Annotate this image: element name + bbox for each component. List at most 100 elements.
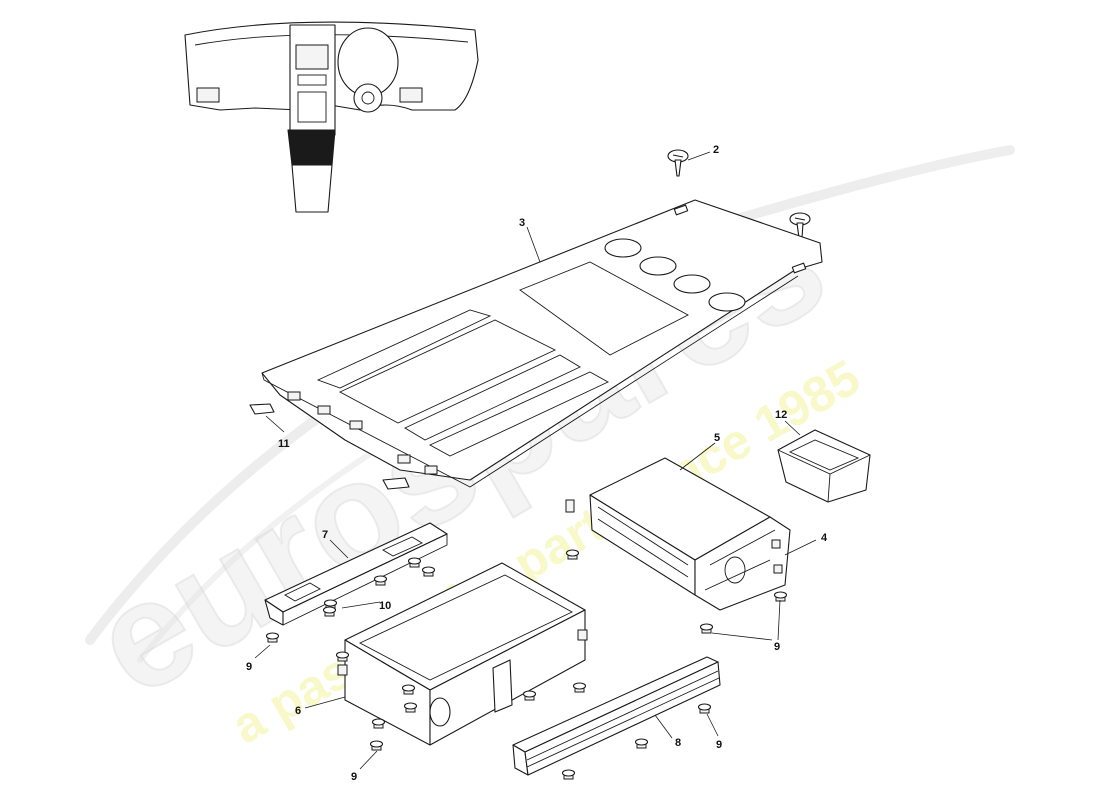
leader-12 <box>784 420 801 436</box>
console-cupholder-2 <box>639 256 677 276</box>
tray-body <box>777 429 871 503</box>
console-cupholder-3 <box>673 274 711 294</box>
console-clip-row <box>287 391 438 475</box>
fastener <box>265 632 280 643</box>
console-mount-tab-2 <box>791 262 807 274</box>
fastener <box>371 718 386 729</box>
leader-lines <box>254 151 817 770</box>
switch-housing-top <box>264 522 448 613</box>
console-panel-screen-aperture <box>519 261 689 356</box>
fastener <box>561 769 576 780</box>
part-6-lower-housing <box>337 562 588 746</box>
fastener <box>401 684 416 695</box>
fasteners <box>265 549 788 780</box>
rail-face <box>524 661 721 776</box>
console-panel-slot-4 <box>428 371 609 457</box>
fastener <box>522 690 537 701</box>
dashboard-center-stack <box>289 24 336 136</box>
dashboard-console-lower <box>291 164 333 213</box>
console-cupholder-1 <box>604 238 642 258</box>
console-panel-slot-3 <box>404 354 581 441</box>
callout-4: 4 <box>821 532 828 544</box>
fastener <box>565 549 580 560</box>
callout-3: 3 <box>519 217 525 229</box>
dashboard-left-vent <box>196 87 220 103</box>
console-panel-body <box>261 199 823 481</box>
leader-6 <box>304 696 346 709</box>
bracket-tab-3 <box>565 499 575 513</box>
callout-9a: 9 <box>246 661 252 673</box>
console-mount-tab-1 <box>673 204 689 216</box>
callout-2: 2 <box>713 144 719 156</box>
part-11-clips <box>249 403 410 490</box>
callout-12: 12 <box>775 409 787 421</box>
housing-hole <box>429 697 451 727</box>
callout-6: 6 <box>295 705 301 717</box>
callout-8: 8 <box>675 737 681 749</box>
bracket-tab-1 <box>771 539 781 549</box>
leader-7 <box>329 539 349 559</box>
part-8-rail <box>512 656 721 776</box>
callout-10: 10 <box>379 600 391 612</box>
tray-opening <box>788 439 860 471</box>
callout-9b: 9 <box>774 641 780 653</box>
fastener <box>323 599 338 610</box>
tray-corner <box>827 473 831 503</box>
dashboard-locator-view <box>184 21 479 213</box>
switch-housing-aperture-1 <box>382 536 423 557</box>
leader-3 <box>526 226 541 263</box>
leader-9c <box>706 713 719 737</box>
clip-middle <box>382 477 410 490</box>
leader-5 <box>679 442 716 471</box>
dashboard-screen <box>295 44 329 70</box>
fastener <box>634 738 649 749</box>
console-panel-slot-2 <box>338 319 557 424</box>
part-7-switch-housing <box>264 522 448 626</box>
console-panel-edge <box>261 275 799 488</box>
switch-housing-aperture-2 <box>284 582 321 602</box>
fastener <box>403 702 418 713</box>
callout-7: 7 <box>322 529 328 541</box>
dashboard-highlighted-area <box>287 129 336 166</box>
fastener <box>407 557 422 568</box>
housing-tab-2 <box>577 629 588 641</box>
fastener <box>773 591 788 602</box>
fastener <box>572 682 587 693</box>
callouts: 2 3 4 5 6 7 8 9 9 9 9 10 11 12 <box>246 144 828 783</box>
part-4-bracket <box>565 499 791 611</box>
dashboard-right-vent <box>399 87 423 103</box>
fastener <box>322 606 337 617</box>
dashboard-steering-hub <box>361 91 375 105</box>
module-rails <box>597 506 689 578</box>
bracket-tab-2 <box>773 564 783 574</box>
bracket-ribs <box>704 529 776 591</box>
leader-9b-1 <box>777 599 781 641</box>
fastener <box>335 651 350 662</box>
dashboard-vents <box>297 74 327 86</box>
console-cupholder-4 <box>708 292 746 312</box>
callout-11: 11 <box>278 438 290 450</box>
callout-9d: 9 <box>351 771 357 783</box>
leader-9a <box>254 644 271 659</box>
fastener <box>697 703 712 714</box>
bracket-body <box>694 516 791 611</box>
housing-tab-1 <box>337 664 348 676</box>
housing-inner-rim <box>358 574 573 681</box>
leader-10 <box>341 601 381 609</box>
rail-grooves <box>526 670 720 768</box>
part-3-console-panel <box>261 199 823 488</box>
callout-9c: 9 <box>716 739 722 751</box>
dashboard-steering-wheel <box>353 83 383 113</box>
leader-9d <box>359 750 378 770</box>
dashboard-controls <box>297 91 327 123</box>
clip-left <box>249 403 275 415</box>
console-panel-slot-1 <box>316 309 492 389</box>
leader-8 <box>654 714 673 739</box>
fastener <box>699 623 714 634</box>
switch-housing-side <box>282 533 448 626</box>
fastener <box>373 575 388 586</box>
leader-4 <box>784 539 817 556</box>
part-2-screws <box>667 149 811 239</box>
